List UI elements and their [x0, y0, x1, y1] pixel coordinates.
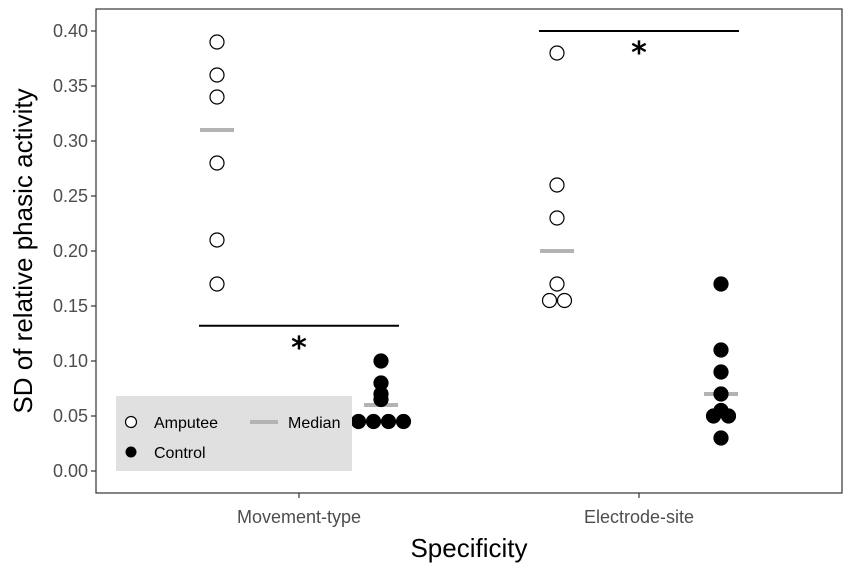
x-axis-ticks: Movement-type Electrode-site [237, 493, 694, 527]
x-tick-label: Movement-type [237, 507, 361, 527]
amputee-point [549, 276, 565, 292]
y-tick-label: 0.05 [53, 406, 88, 426]
y-tick-label: 0.00 [53, 461, 88, 481]
amputee-point [209, 34, 225, 50]
amputee-point [209, 89, 225, 105]
control-point [713, 364, 729, 380]
amputee-point [209, 276, 225, 292]
y-tick-label: 0.10 [53, 351, 88, 371]
control-point [350, 413, 367, 430]
significance-annotations: ** [199, 30, 739, 366]
amputee-point [209, 67, 225, 83]
significance-star: * [631, 36, 647, 71]
control-point [373, 391, 389, 408]
control-point [720, 408, 737, 424]
legend-amputee-label: Amputee [154, 415, 218, 432]
amputee-point [556, 292, 573, 309]
amputee-point [541, 292, 558, 309]
x-axis-title: Specificity [410, 533, 527, 563]
control-point [713, 430, 729, 446]
amputee-point [209, 155, 225, 171]
legend-control-label: Control [154, 445, 206, 462]
control-point [713, 342, 729, 358]
amputee-point [549, 210, 565, 226]
control-point [365, 413, 382, 430]
y-tick-label: 0.30 [53, 131, 88, 151]
amputee-point [549, 177, 565, 193]
amputee-point [549, 45, 565, 61]
x-tick-label: Electrode-site [584, 507, 694, 527]
legend-median-label: Median [288, 415, 340, 432]
y-tick-label: 0.20 [53, 241, 88, 261]
control-point [373, 353, 389, 369]
control-point [380, 413, 397, 430]
y-tick-label: 0.40 [53, 21, 88, 41]
y-axis-title: SD of relative phasic activity [8, 88, 38, 413]
legend: Amputee Control Median [116, 396, 352, 471]
y-tick-label: 0.25 [53, 186, 88, 206]
legend-background [116, 396, 352, 471]
control-point [705, 408, 722, 424]
legend-amputee-marker [124, 415, 138, 429]
y-tick-label: 0.35 [53, 76, 88, 96]
y-axis-ticks: 0.00 0.05 0.10 0.15 0.20 0.25 0.30 0.35 0.40 [53, 21, 96, 481]
control-point [713, 386, 729, 402]
control-point [395, 413, 412, 430]
amputee-point [209, 232, 225, 248]
legend-control-marker [125, 446, 137, 458]
y-tick-label: 0.15 [53, 296, 88, 316]
significance-star: * [291, 331, 307, 366]
control-point [713, 276, 729, 292]
